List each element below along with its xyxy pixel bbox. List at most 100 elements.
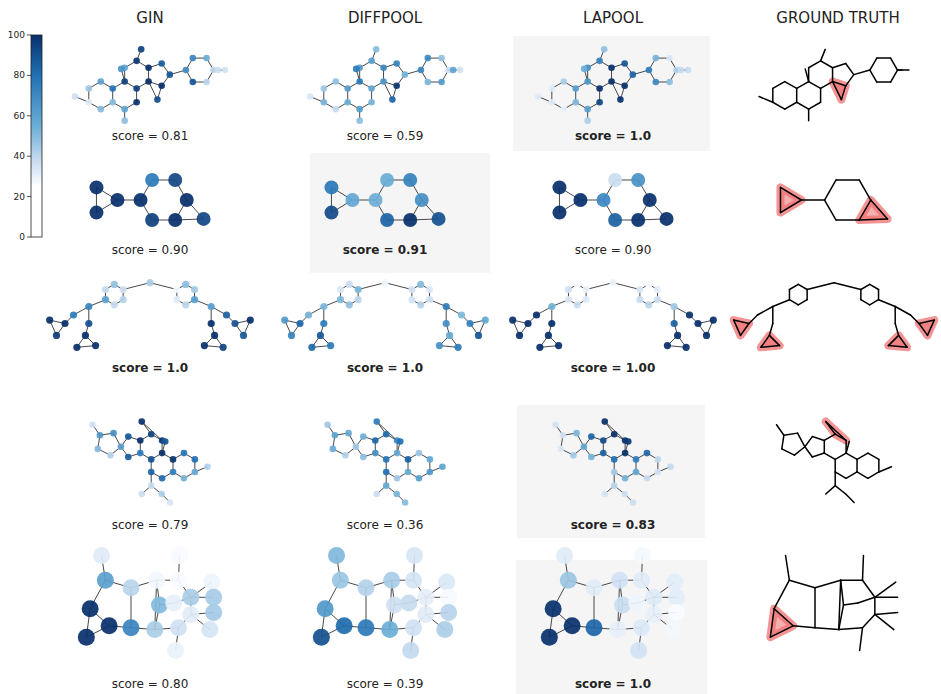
bond-line: [377, 422, 397, 441]
atom-dot: [320, 320, 327, 327]
score-text: score = 0.83: [571, 518, 656, 532]
atom-dot: [629, 71, 636, 78]
atom-dot: [89, 421, 96, 428]
bond-line: [878, 290, 880, 300]
bond-line: [809, 102, 821, 109]
atom-dot: [369, 193, 383, 207]
atom-dot: [630, 642, 647, 659]
bond-line: [749, 315, 758, 324]
bond-line: [878, 459, 880, 472]
bond-line: [789, 300, 798, 305]
atom-dot: [342, 452, 349, 459]
atom-dot: [573, 193, 587, 207]
atom-dot: [552, 206, 566, 220]
atom-dot: [621, 491, 628, 498]
bond-line: [919, 324, 928, 336]
atom-dot: [97, 432, 104, 439]
atom-dot: [408, 286, 415, 293]
atom-dot: [415, 193, 429, 207]
atom-dot: [633, 469, 640, 476]
atom-dot: [192, 456, 199, 463]
atom-dot: [541, 629, 558, 646]
atom-dot: [146, 279, 153, 286]
atom-dot: [158, 83, 165, 90]
bond-line: [911, 315, 920, 324]
atom-dot: [588, 433, 595, 440]
atom-dot: [308, 344, 315, 351]
bond-line: [859, 219, 887, 220]
bond-line: [841, 579, 863, 581]
atom-dot: [668, 589, 685, 606]
bond-line: [586, 283, 613, 290]
atom-dot: [120, 296, 127, 303]
atom-dot: [107, 452, 114, 459]
atom-dot: [482, 317, 489, 324]
atom-dot: [205, 604, 222, 621]
atom-dot: [436, 342, 443, 349]
atom-dot: [167, 499, 174, 506]
atom-dot: [622, 475, 629, 482]
atom-dot: [381, 279, 388, 286]
score-text: score = 0.79: [112, 518, 189, 532]
atom-dot: [611, 482, 618, 489]
colorbar-tick: 20: [14, 191, 25, 202]
atom-dot: [450, 67, 457, 74]
atom-dot: [426, 286, 433, 293]
atom-dot: [565, 286, 572, 293]
atom-dot: [694, 320, 701, 327]
atom-dot: [446, 332, 453, 339]
ground-truth-molecule: [780, 180, 887, 220]
colorbar-tick: 100: [8, 30, 25, 41]
heatmap-molecule: [72, 46, 229, 124]
atom-dot: [417, 589, 434, 606]
bond-line: [834, 283, 861, 290]
score-text: score = 1.0: [575, 129, 651, 143]
atom-dot: [324, 206, 338, 220]
atom-dot: [281, 317, 288, 324]
atom-dot: [82, 600, 99, 617]
bond-line: [858, 597, 875, 603]
atom-dot: [405, 619, 422, 636]
atom-dot: [170, 456, 177, 463]
bond-line: [815, 580, 841, 588]
bond-line: [812, 453, 824, 457]
bond-line: [846, 494, 854, 502]
atom-dot: [305, 311, 312, 318]
atom-dot: [424, 79, 431, 86]
bond-line: [899, 335, 908, 347]
atom-dot: [170, 469, 177, 476]
atom-dot: [652, 79, 659, 86]
atom-dot: [557, 446, 564, 453]
atom-dot: [203, 574, 220, 591]
heatmap-molecule: [535, 46, 692, 124]
atom-dot: [111, 301, 118, 308]
epoxide-highlight: [761, 335, 780, 347]
atom-dot: [383, 456, 390, 463]
bond-line: [821, 49, 826, 61]
atom-dot: [457, 67, 464, 74]
atom-dot: [148, 469, 155, 476]
bond-line: [856, 459, 858, 472]
atom-dot: [171, 547, 188, 564]
atom-dot: [424, 55, 431, 62]
bond-line: [820, 88, 822, 102]
atom-dot: [345, 430, 352, 437]
bond-line: [846, 442, 849, 454]
bond-line: [797, 102, 809, 109]
atom-dot: [654, 296, 661, 303]
atom-dot: [636, 286, 643, 293]
heatmap-molecule: [89, 173, 210, 227]
atom-dot: [666, 55, 673, 62]
atom-dot: [82, 332, 89, 339]
bond-line: [888, 346, 907, 348]
atom-dot: [644, 475, 651, 482]
bond-line: [836, 179, 859, 181]
heatmap-molecule: [509, 279, 717, 351]
bond-line: [805, 69, 808, 82]
atom-dot: [166, 71, 173, 78]
bond-line: [784, 433, 798, 435]
atom-dot: [167, 642, 184, 659]
atom-dot: [408, 296, 415, 303]
epoxide-highlight: [888, 335, 907, 347]
bond-line: [772, 307, 774, 324]
